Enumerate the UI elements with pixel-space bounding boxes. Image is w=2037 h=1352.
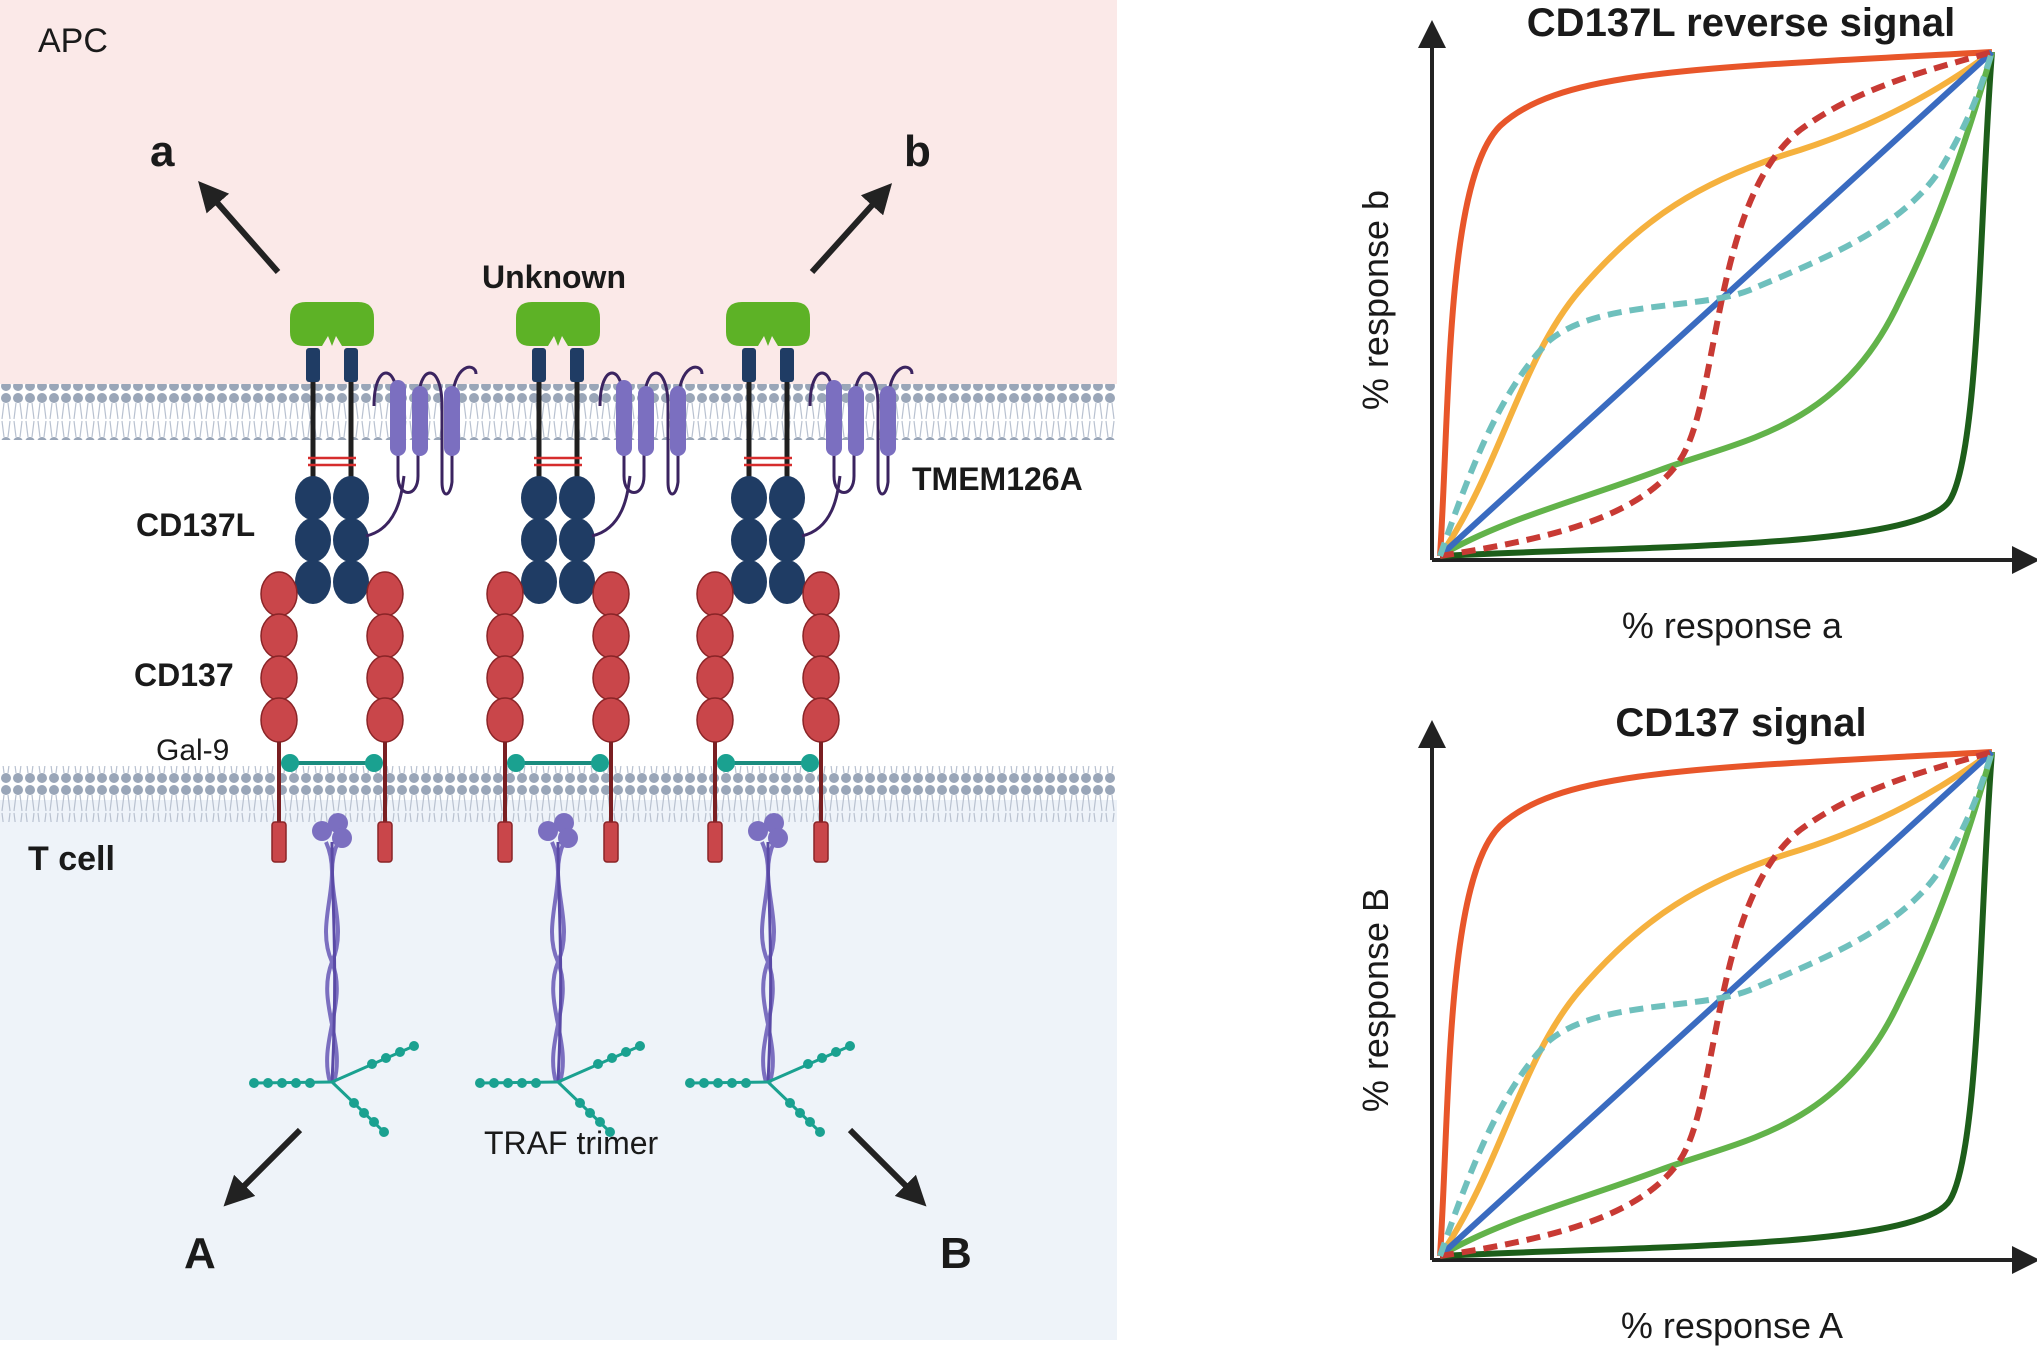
- chart-bottom-title: CD137 signal: [1615, 701, 1866, 745]
- chart-bottom-xlabel: % response A: [1621, 1305, 1843, 1346]
- arrow-B-label: B: [940, 1229, 972, 1278]
- chart-top: CD137L reverse signal % response a % res…: [1355, 1, 2037, 646]
- chart-bottom-ylabel: % response B: [1355, 888, 1396, 1112]
- curve-orange: [1437, 749, 1993, 1257]
- chart-top-xlabel: % response a: [1622, 605, 1843, 646]
- curve-orange: [1437, 49, 1993, 557]
- curve-light-green: [1438, 51, 1995, 559]
- tcell-label: T cell: [28, 840, 115, 878]
- curve-dark-green: [1439, 51, 1995, 559]
- curve-blue: [1437, 749, 1995, 1259]
- tmem-label: TMEM126A: [912, 461, 1083, 497]
- tcell-membrane: [0, 766, 1117, 822]
- arrow-b-label: b: [904, 127, 931, 176]
- chart-top-ylabel: % response b: [1355, 190, 1396, 410]
- cd137l-label: CD137L: [136, 507, 255, 543]
- curve-dark-green: [1439, 751, 1995, 1259]
- cd137-label: CD137: [134, 657, 234, 693]
- arrow-a-label: a: [150, 127, 175, 176]
- curve-yellow: [1437, 49, 1994, 558]
- curve-yellow: [1437, 749, 1994, 1258]
- apc-membrane: [0, 384, 1117, 440]
- arrow-B: [847, 1127, 927, 1207]
- curve-teal-dashed: [1437, 751, 1995, 1257]
- arrow-b: [809, 183, 893, 275]
- apc-label: APC: [38, 22, 108, 60]
- arrow-A: [223, 1127, 303, 1207]
- curve-light-green: [1438, 751, 1995, 1259]
- curve-red-dashed: [1439, 49, 1993, 559]
- chart-top-curves: [1437, 49, 1995, 559]
- gal9-label: Gal-9: [156, 734, 229, 767]
- chart-bottom: CD137 signal % response A % response B: [1355, 701, 2037, 1346]
- arrow-a: [198, 180, 281, 274]
- curve-red-dashed: [1439, 749, 1993, 1259]
- curve-blue: [1437, 49, 1995, 559]
- chart-bottom-curves: [1437, 749, 1995, 1259]
- traf-label: TRAF trimer: [484, 1125, 659, 1161]
- arrow-A-label: A: [184, 1229, 216, 1278]
- chart-top-title: CD137L reverse signal: [1527, 1, 1955, 45]
- unknown-label: Unknown: [482, 259, 626, 295]
- curve-teal-dashed: [1437, 51, 1995, 557]
